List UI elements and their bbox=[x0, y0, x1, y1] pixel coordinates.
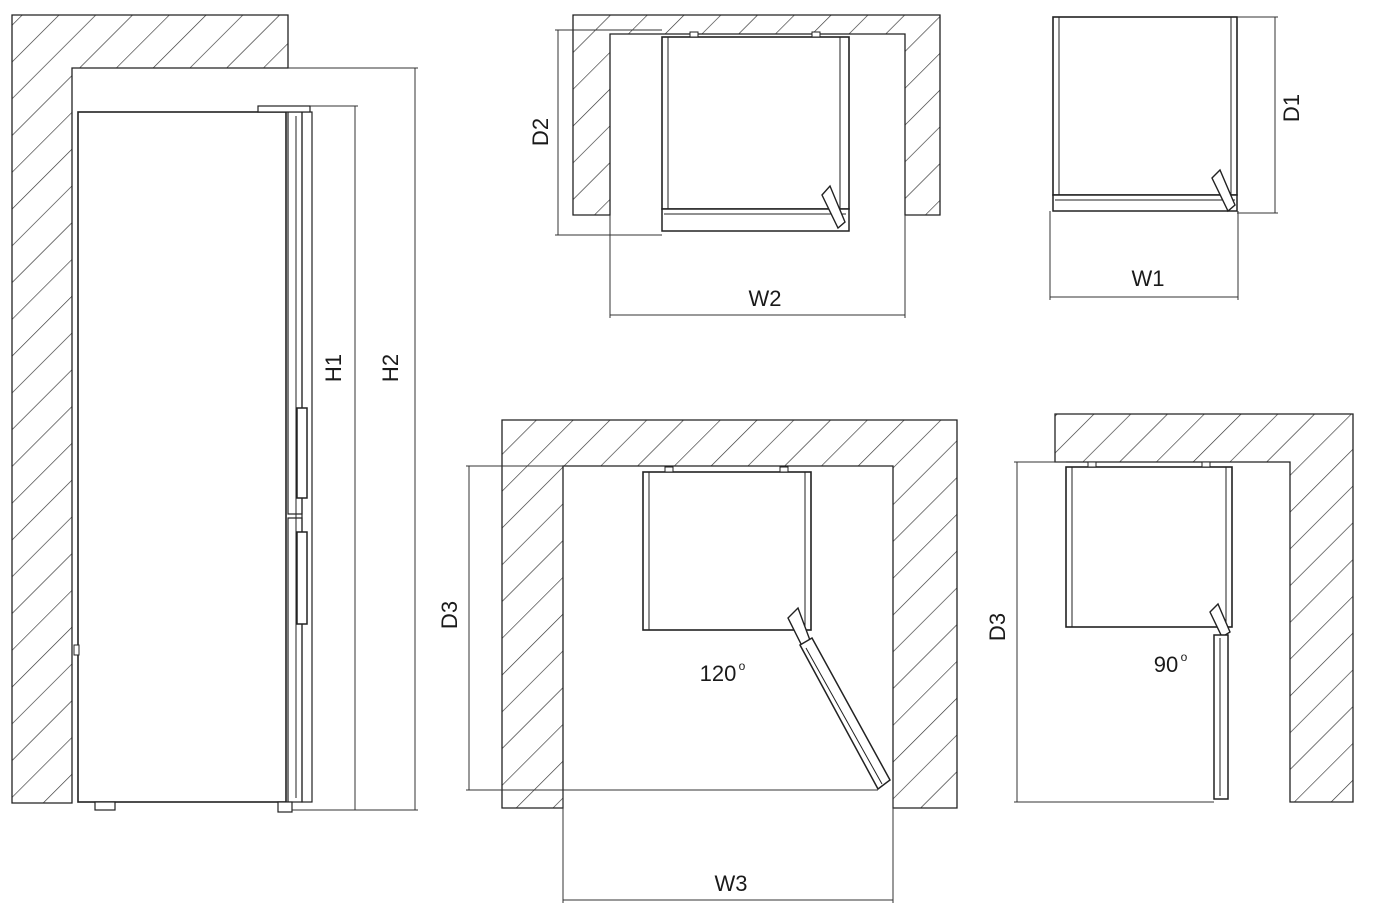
w2-label: W2 bbox=[749, 286, 782, 311]
side-view-top-hinge bbox=[257, 105, 311, 113]
d3-label-b: D3 bbox=[985, 613, 1010, 641]
door-90-handle bbox=[1209, 602, 1231, 639]
w1-label: W1 bbox=[1132, 266, 1165, 291]
recess-handle bbox=[821, 184, 846, 230]
door-90-view: D3 90 o bbox=[985, 413, 1354, 803]
freestanding-handle bbox=[1211, 168, 1236, 213]
door-120-view: D3 W3 120 o bbox=[437, 419, 958, 903]
d1-label: D1 bbox=[1279, 94, 1304, 122]
door-90-fridge-body bbox=[1065, 466, 1233, 628]
angle-90-label: 90 bbox=[1154, 652, 1178, 677]
side-view-wall bbox=[11, 14, 289, 804]
angle-120-label: 120 bbox=[700, 661, 737, 686]
freestanding-fridge-body bbox=[1052, 16, 1238, 196]
angle-90-degree: o bbox=[1181, 650, 1188, 664]
d3-label-a: D3 bbox=[437, 601, 462, 629]
h1-label: H1 bbox=[321, 354, 346, 382]
door-120-fridge-body bbox=[642, 471, 812, 631]
h2-label: H2 bbox=[378, 354, 403, 382]
recess-wall bbox=[572, 14, 941, 216]
w3-label: W3 bbox=[715, 871, 748, 896]
recess-top-view: D2 W2 bbox=[528, 14, 941, 318]
angle-120-degree: o bbox=[739, 659, 746, 673]
door-120-wall bbox=[501, 419, 958, 809]
recess-fridge-body bbox=[661, 36, 850, 210]
freestanding-top-view: D1 W1 bbox=[1049, 16, 1304, 300]
d2-label: D2 bbox=[528, 118, 553, 146]
side-view: H1 H2 bbox=[11, 14, 418, 813]
door-90-open-door bbox=[1213, 634, 1229, 800]
door-120-open-door bbox=[798, 636, 891, 791]
side-view-front-foot bbox=[277, 801, 293, 813]
side-view-upper-handle bbox=[296, 407, 308, 499]
recess-door bbox=[661, 208, 850, 232]
freestanding-door bbox=[1052, 194, 1238, 212]
side-view-lower-handle bbox=[296, 531, 308, 625]
side-view-rear-foot bbox=[94, 801, 116, 811]
side-view-fridge-body bbox=[77, 111, 287, 803]
